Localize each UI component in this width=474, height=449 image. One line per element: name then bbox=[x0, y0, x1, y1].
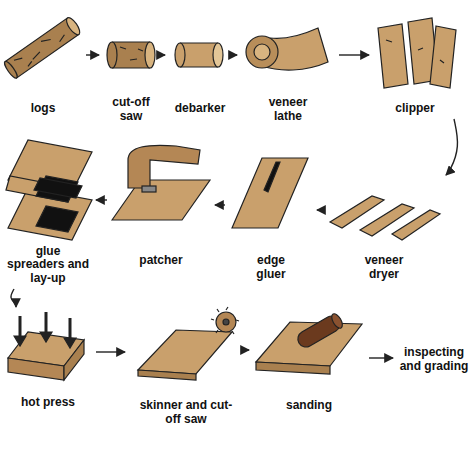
step-label: clipper bbox=[395, 102, 434, 116]
process-step: inspecting and grading bbox=[396, 328, 472, 392]
step-label: patcher bbox=[139, 254, 182, 268]
flow-arrow bbox=[96, 351, 125, 352]
process-step: cut-off saw bbox=[102, 8, 160, 124]
flow-arrow bbox=[369, 357, 393, 358]
log-illustration bbox=[3, 16, 82, 80]
flow-arrow bbox=[247, 349, 249, 350]
process-step: logs bbox=[3, 8, 83, 116]
process-step: veneer lathe bbox=[240, 8, 336, 124]
skinner-saw-illustration bbox=[138, 307, 239, 380]
process-step: edge gluer bbox=[228, 150, 314, 282]
step-label: veneer dryer bbox=[354, 254, 414, 282]
process-step: sanding bbox=[252, 305, 366, 413]
flow-arrow bbox=[11, 289, 16, 307]
flow-arrow bbox=[235, 54, 237, 55]
flow-arrow bbox=[339, 54, 369, 55]
sanding-illustration bbox=[256, 312, 362, 374]
flow-arrow bbox=[317, 209, 321, 210]
process-step: skinner and cut-off saw bbox=[128, 305, 244, 427]
step-label: cut-off saw bbox=[104, 96, 158, 124]
step-label: skinner and cut-off saw bbox=[136, 399, 236, 427]
step-label: logs bbox=[31, 102, 56, 116]
flow-arrow bbox=[96, 199, 107, 200]
process-step: debarker bbox=[168, 8, 232, 116]
step-label: inspecting and grading bbox=[398, 346, 470, 374]
clipped-sheets-illustration bbox=[378, 18, 456, 88]
veneer-roll-illustration bbox=[246, 28, 328, 70]
step-label: glue spreaders and lay-up bbox=[6, 245, 91, 286]
step-label: debarker bbox=[175, 102, 226, 116]
hot-press-illustration bbox=[8, 312, 84, 380]
step-label: edge gluer bbox=[241, 254, 301, 282]
process-step: patcher bbox=[110, 138, 212, 268]
process-step: veneer dryer bbox=[324, 150, 444, 282]
dried-veneer-illustration bbox=[330, 196, 440, 240]
process-step: hot press bbox=[3, 310, 93, 410]
step-label: hot press bbox=[21, 396, 75, 410]
process-step: glue spreaders and lay-up bbox=[3, 136, 93, 286]
process-step: clipper bbox=[372, 8, 458, 116]
lay-up-illustration bbox=[6, 140, 92, 240]
flow-arrow bbox=[163, 54, 165, 55]
step-label: veneer lathe bbox=[258, 96, 318, 124]
step-label: sanding bbox=[286, 399, 332, 413]
flow-arrow bbox=[446, 119, 457, 175]
glued-veneer-illustration bbox=[232, 158, 308, 228]
flow-arrow bbox=[215, 204, 225, 205]
debarked-log-illustration bbox=[175, 43, 223, 67]
log-section-illustration bbox=[107, 42, 155, 68]
patcher-illustration bbox=[112, 145, 210, 220]
flow-arrow bbox=[86, 54, 99, 55]
